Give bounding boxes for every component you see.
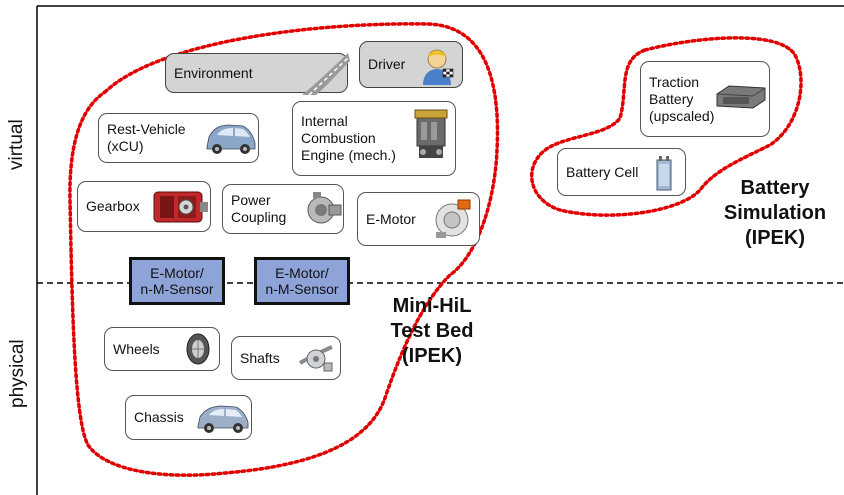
battery-cell-label: Battery Cell [566, 163, 639, 180]
traction-battery-box: Traction Battery (upscaled) [640, 61, 770, 137]
shafts-box: Shafts [231, 336, 341, 380]
emotor-sensor-label-2: E-Motor/ n-M-Sensor [265, 265, 339, 297]
mini-hil-title: Mini-HiL Test Bed (IPEK) [390, 295, 474, 367]
wheels-label: Wheels [113, 340, 160, 357]
chassis-label: Chassis [134, 409, 184, 425]
coupling-icon [307, 192, 342, 224]
gearbox-icon [153, 191, 208, 223]
gearbox-label: Gearbox [86, 198, 140, 214]
shafts-label: Shafts [240, 349, 280, 366]
emotor-sensor-label-1: E-Motor/ n-M-Sensor [140, 265, 214, 297]
car-icon [206, 124, 256, 154]
battery-sim-boundary [530, 36, 803, 217]
emotor-sensor-box-1: E-Motor/ n-M-Sensor [129, 257, 225, 305]
power-coupling-label: Power Coupling [231, 192, 287, 225]
emotor-icon [435, 199, 471, 238]
battery-sim-title: Battery Simulation (IPEK) [723, 177, 827, 249]
driver-box: Driver [359, 41, 463, 88]
driver-label: Driver [368, 56, 406, 72]
battery-cell-box: Battery Cell [557, 148, 686, 196]
chassis-car-icon [197, 405, 249, 433]
emotor-label: E-Motor [366, 210, 416, 227]
chassis-box: Chassis [125, 395, 252, 440]
environment-box: Environment [165, 53, 350, 95]
physical-axis-label: physical [7, 339, 28, 408]
driver-icon [423, 49, 454, 85]
engine-icon [414, 109, 448, 158]
road-icon [302, 53, 350, 95]
mini-hil-boundary [68, 22, 500, 477]
ice-label: Internal Combustion Engine (mech.) [301, 113, 396, 163]
virtual-axis-label: virtual [6, 119, 27, 170]
power-coupling-box: Power Coupling [222, 184, 344, 234]
wheel-icon [186, 333, 210, 365]
gearbox-box: Gearbox [77, 181, 211, 232]
wheels-box: Wheels [104, 327, 220, 371]
rest-vehicle-box: Rest-Vehicle (xCU) [98, 113, 259, 163]
battery-cell-icon [656, 156, 672, 191]
rest-vehicle-label: Rest-Vehicle (xCU) [107, 121, 186, 154]
ice-box: Internal Combustion Engine (mech.) [292, 101, 456, 176]
emotor-sensor-box-2: E-Motor/ n-M-Sensor [254, 257, 350, 305]
traction-battery-label: Traction Battery (upscaled) [649, 73, 715, 124]
environment-label: Environment [174, 64, 253, 81]
shaft-icon [299, 345, 333, 372]
battery-pack-icon [716, 85, 766, 109]
emotor-box: E-Motor [357, 192, 480, 246]
